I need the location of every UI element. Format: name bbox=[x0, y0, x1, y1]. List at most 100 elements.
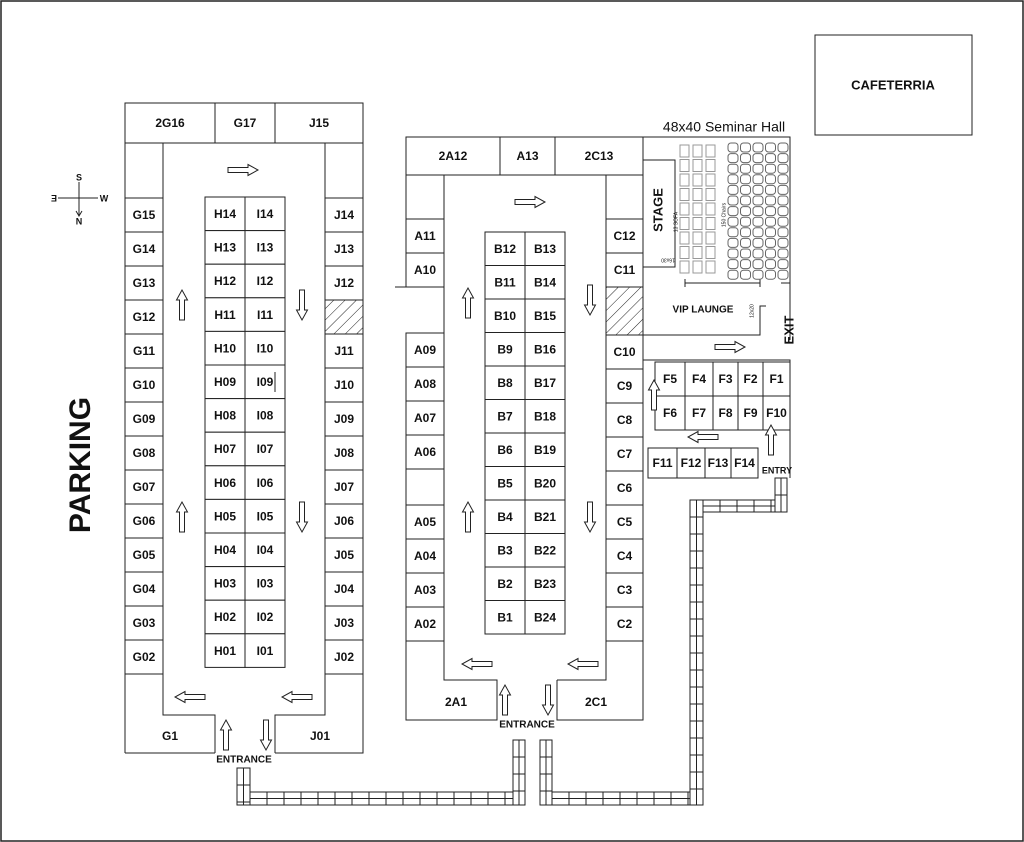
booth[interactable]: C8 bbox=[605, 402, 644, 438]
booth-b3[interactable]: B3 bbox=[484, 533, 526, 568]
booth-a08[interactable]: A08 bbox=[405, 366, 445, 402]
booth-b14[interactable]: B14 bbox=[524, 265, 566, 300]
booth[interactable]: 2C13 bbox=[554, 136, 644, 176]
booth-h06[interactable]: H06 bbox=[204, 465, 246, 500]
booth-i06[interactable]: I06 bbox=[244, 465, 286, 500]
booth[interactable]: C2 bbox=[605, 606, 644, 642]
booth-g15[interactable]: G15 bbox=[124, 197, 164, 233]
booth-j06[interactable]: J06 bbox=[324, 503, 364, 539]
booth-b9[interactable]: B9 bbox=[484, 332, 526, 367]
booth[interactable]: C5 bbox=[605, 504, 644, 540]
booth-b10[interactable]: B10 bbox=[484, 298, 526, 333]
booth-h03[interactable]: H03 bbox=[204, 566, 246, 601]
booth[interactable]: F7 bbox=[684, 395, 714, 431]
booth-j03[interactable]: J03 bbox=[324, 605, 364, 641]
booth-b11[interactable]: B11 bbox=[484, 265, 526, 300]
booth-a07[interactable]: A07 bbox=[405, 400, 445, 436]
booth-j02[interactable]: J02 bbox=[324, 639, 364, 675]
booth[interactable]: F1 bbox=[762, 361, 791, 397]
booth-i11[interactable]: I11 bbox=[244, 297, 286, 332]
booth-j09[interactable]: J09 bbox=[324, 401, 364, 437]
booth-i04[interactable]: I04 bbox=[244, 532, 286, 568]
booth-a06[interactable]: A06 bbox=[405, 434, 445, 470]
booth-a03[interactable]: A03 bbox=[405, 572, 445, 608]
booth-b12[interactable]: B12 bbox=[484, 231, 526, 266]
booth-h13[interactable]: H13 bbox=[204, 230, 246, 265]
booth-j08[interactable]: J08 bbox=[324, 435, 364, 471]
booth-a02[interactable]: A02 bbox=[405, 606, 445, 642]
booth-g07[interactable]: G07 bbox=[124, 469, 164, 505]
booth[interactable]: F12 bbox=[676, 447, 706, 479]
booth-b17[interactable]: B17 bbox=[524, 365, 566, 400]
booth-h09[interactable]: H09 bbox=[204, 364, 246, 400]
booth-b5[interactable]: B5 bbox=[484, 466, 526, 501]
booth-b19[interactable]: B19 bbox=[524, 432, 566, 467]
booth-2c1[interactable]: 2C1 bbox=[585, 695, 607, 709]
booth-h10[interactable]: H10 bbox=[204, 330, 246, 366]
booth-b15[interactable]: B15 bbox=[524, 298, 566, 333]
booth-g14[interactable]: G14 bbox=[124, 231, 164, 267]
booth-g02[interactable]: G02 bbox=[124, 639, 164, 675]
booth-b1[interactable]: B1 bbox=[484, 600, 526, 635]
booth-i05[interactable]: I05 bbox=[244, 498, 286, 534]
booth-i14[interactable]: I14 bbox=[244, 196, 286, 232]
booth-2a1[interactable]: 2A1 bbox=[445, 695, 467, 709]
booth-i12[interactable]: I12 bbox=[244, 263, 286, 299]
booth-i02[interactable]: I02 bbox=[244, 599, 286, 635]
booth[interactable]: F5 bbox=[654, 361, 686, 397]
booth[interactable]: C12 bbox=[605, 218, 644, 254]
booth[interactable]: G17 bbox=[214, 102, 276, 144]
booth-g03[interactable]: G03 bbox=[124, 605, 164, 641]
booth-g13[interactable]: G13 bbox=[124, 265, 164, 301]
booth-j13[interactable]: J13 bbox=[324, 231, 364, 267]
booth[interactable]: F6 bbox=[654, 395, 686, 431]
booth-b16[interactable]: B16 bbox=[524, 332, 566, 367]
booth-j14[interactable]: J14 bbox=[324, 197, 364, 233]
booth-g04[interactable]: G04 bbox=[124, 571, 164, 607]
booth-h05[interactable]: H05 bbox=[204, 498, 246, 534]
booth-b7[interactable]: B7 bbox=[484, 399, 526, 434]
booth[interactable]: C9 bbox=[605, 368, 644, 404]
booth-a04[interactable]: A04 bbox=[405, 538, 445, 574]
booth[interactable]: C11 bbox=[605, 252, 644, 288]
booth-b22[interactable]: B22 bbox=[524, 533, 566, 568]
booth[interactable]: F10 bbox=[762, 395, 791, 431]
booth-g10[interactable]: G10 bbox=[124, 367, 164, 403]
booth-h11[interactable]: H11 bbox=[204, 297, 246, 332]
booth[interactable]: F8 bbox=[712, 395, 739, 431]
booth-b2[interactable]: B2 bbox=[484, 566, 526, 601]
booth-i01[interactable]: I01 bbox=[244, 633, 286, 668]
booth-b8[interactable]: B8 bbox=[484, 365, 526, 400]
booth-b20[interactable]: B20 bbox=[524, 466, 566, 501]
booth-b6[interactable]: B6 bbox=[484, 432, 526, 467]
booth-a05[interactable]: A05 bbox=[405, 504, 445, 540]
booth[interactable]: F9 bbox=[737, 395, 764, 431]
booth[interactable]: F3 bbox=[712, 361, 739, 397]
booth-b24[interactable]: B24 bbox=[524, 600, 566, 635]
booth[interactable]: A13 bbox=[499, 136, 556, 176]
booth-g08[interactable]: G08 bbox=[124, 435, 164, 471]
booth-h12[interactable]: H12 bbox=[204, 263, 246, 299]
booth[interactable]: F4 bbox=[684, 361, 714, 397]
booth-j05[interactable]: J05 bbox=[324, 537, 364, 573]
booth[interactable]: C10 bbox=[605, 334, 644, 370]
booth-h14[interactable]: H14 bbox=[204, 196, 246, 232]
booth-h04[interactable]: H04 bbox=[204, 532, 246, 568]
booth-i10[interactable]: I10 bbox=[244, 330, 286, 366]
booth-b4[interactable]: B4 bbox=[484, 499, 526, 534]
booth-g06[interactable]: G06 bbox=[124, 503, 164, 539]
booth-h02[interactable]: H02 bbox=[204, 599, 246, 635]
booth-i13[interactable]: I13 bbox=[244, 230, 286, 265]
booth[interactable]: C7 bbox=[605, 436, 644, 472]
booth[interactable]: F13 bbox=[704, 447, 732, 479]
booth-b18[interactable]: B18 bbox=[524, 399, 566, 434]
booth-a11[interactable]: A11 bbox=[405, 218, 445, 254]
booth-j12[interactable]: J12 bbox=[324, 265, 364, 301]
booth-g12[interactable]: G12 bbox=[124, 299, 164, 335]
booth-g1[interactable]: G1 bbox=[162, 729, 178, 743]
booth-b23[interactable]: B23 bbox=[524, 566, 566, 601]
booth[interactable]: C6 bbox=[605, 470, 644, 506]
booth-b13[interactable]: B13 bbox=[524, 231, 566, 266]
booth-i09[interactable]: I09 bbox=[244, 364, 286, 400]
booth-j11[interactable]: J11 bbox=[324, 333, 364, 369]
